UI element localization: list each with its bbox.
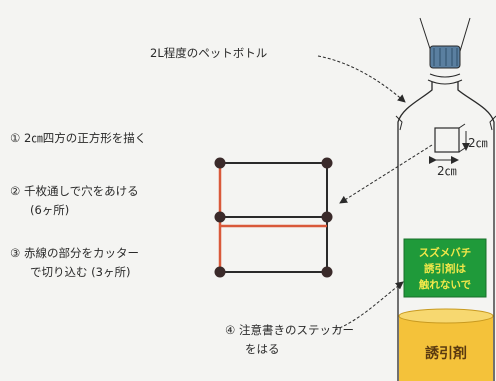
hole-top-right (321, 157, 333, 169)
square-leader-arrow (339, 144, 433, 204)
caution-sticker-line-3: 触れないで (418, 278, 472, 291)
sticker-leader-arrow (334, 281, 404, 331)
width-dimension-label: 2㎝ (437, 164, 457, 178)
square-detail (214, 157, 333, 278)
bottle-shoulder-right (489, 115, 496, 131)
caution-sticker-line-1: スズメバチ (419, 246, 472, 259)
step-2-label: ② 千枚通しで穴をあける (10, 183, 139, 199)
step-2-text: 千枚通しで穴をあける (23, 184, 139, 198)
attractant-liquid: 誘引剤 (398, 308, 494, 381)
attractant-label: 誘引剤 (425, 345, 467, 362)
hole-bottom-right (321, 266, 333, 278)
step-4-label: ④ 注意書きのステッカー (225, 322, 354, 338)
hole-top-left (214, 157, 226, 169)
step-4-sub: をはる (245, 342, 280, 356)
bottle-neck-ring (427, 73, 463, 85)
height-dimension-label: 2㎝ (468, 136, 488, 150)
step-4-number: ④ (225, 323, 236, 337)
square-black-lines (220, 162, 328, 273)
caution-sticker: スズメバチ 誘引剤は 触れないで (403, 238, 487, 298)
bottle-cap (429, 45, 461, 69)
hole-bottom-left (214, 266, 226, 278)
step-3-sub: で切り込む (3ヶ所) (30, 265, 131, 279)
step-1-number: ① (10, 131, 21, 145)
step-1-text: 2㎝四方の正方形を描く (23, 131, 147, 145)
bottle-leader-arrow (317, 55, 406, 103)
step-1-label: ① 2㎝四方の正方形を描く (10, 130, 146, 146)
hole-middle-left (214, 211, 226, 223)
step-2-number: ② (10, 184, 21, 198)
caution-sticker-line-2: 誘引剤は (424, 262, 466, 275)
hole-middle-right (321, 211, 333, 223)
step-3-text: 赤線の部分をカッター (23, 246, 139, 260)
step-2-sub: (6ヶ所) (30, 203, 70, 217)
title-label: 2L程度のペットボトル (150, 46, 268, 60)
step-3-label: ③ 赤線の部分をカッター (10, 245, 139, 261)
step-4-text: 注意書きのステッカー (238, 323, 354, 337)
bottle-shoulder-left (395, 115, 403, 131)
bottle-outline (397, 82, 495, 381)
bottle-square-window (434, 123, 466, 153)
step-3-number: ③ (10, 246, 21, 260)
